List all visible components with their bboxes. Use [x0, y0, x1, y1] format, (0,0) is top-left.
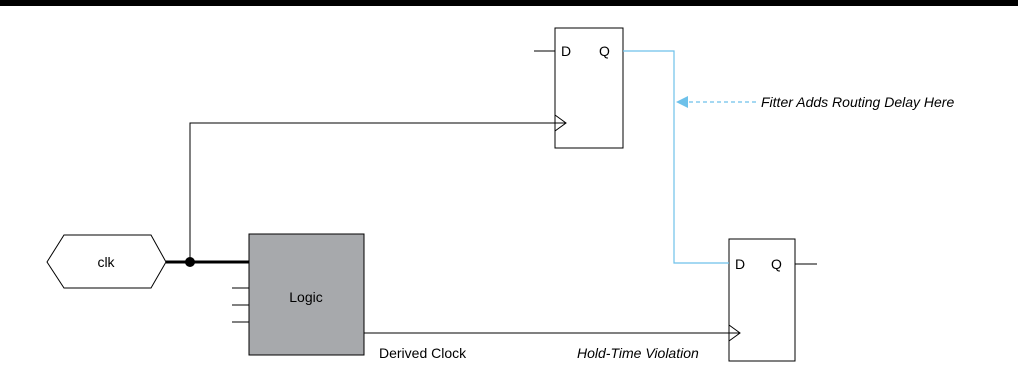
top-flip-flop: D Q — [534, 27, 624, 149]
bottom-flop-d-label: D — [735, 256, 745, 272]
routing-delay-label: Fitter Adds Routing Delay Here — [761, 94, 954, 110]
logic-block-label: Logic — [289, 289, 322, 305]
top-flop-d-label: D — [561, 43, 571, 59]
clock-branch-wire — [189, 122, 566, 262]
top-rule — [0, 0, 1018, 14]
clock-input: clk — [46, 234, 167, 289]
clock-input-label: clk — [97, 254, 115, 270]
bottom-flop-box — [728, 238, 796, 362]
logic-block: Logic — [232, 233, 365, 356]
bottom-flip-flop: D Q — [728, 238, 817, 362]
top-flop-q-label: Q — [599, 43, 610, 59]
derived-clock-label: Derived Clock — [379, 345, 467, 361]
clock-junction-dot — [185, 257, 195, 267]
top-rule-bar — [0, 0, 1018, 6]
top-flop-box — [554, 27, 624, 149]
routing-wire — [623, 50, 729, 264]
bottom-flop-q-label: Q — [771, 256, 782, 272]
hold-violation-label: Hold-Time Violation — [577, 345, 699, 361]
logic-block-box — [248, 233, 365, 356]
top-rule-svg — [0, 0, 1018, 6]
